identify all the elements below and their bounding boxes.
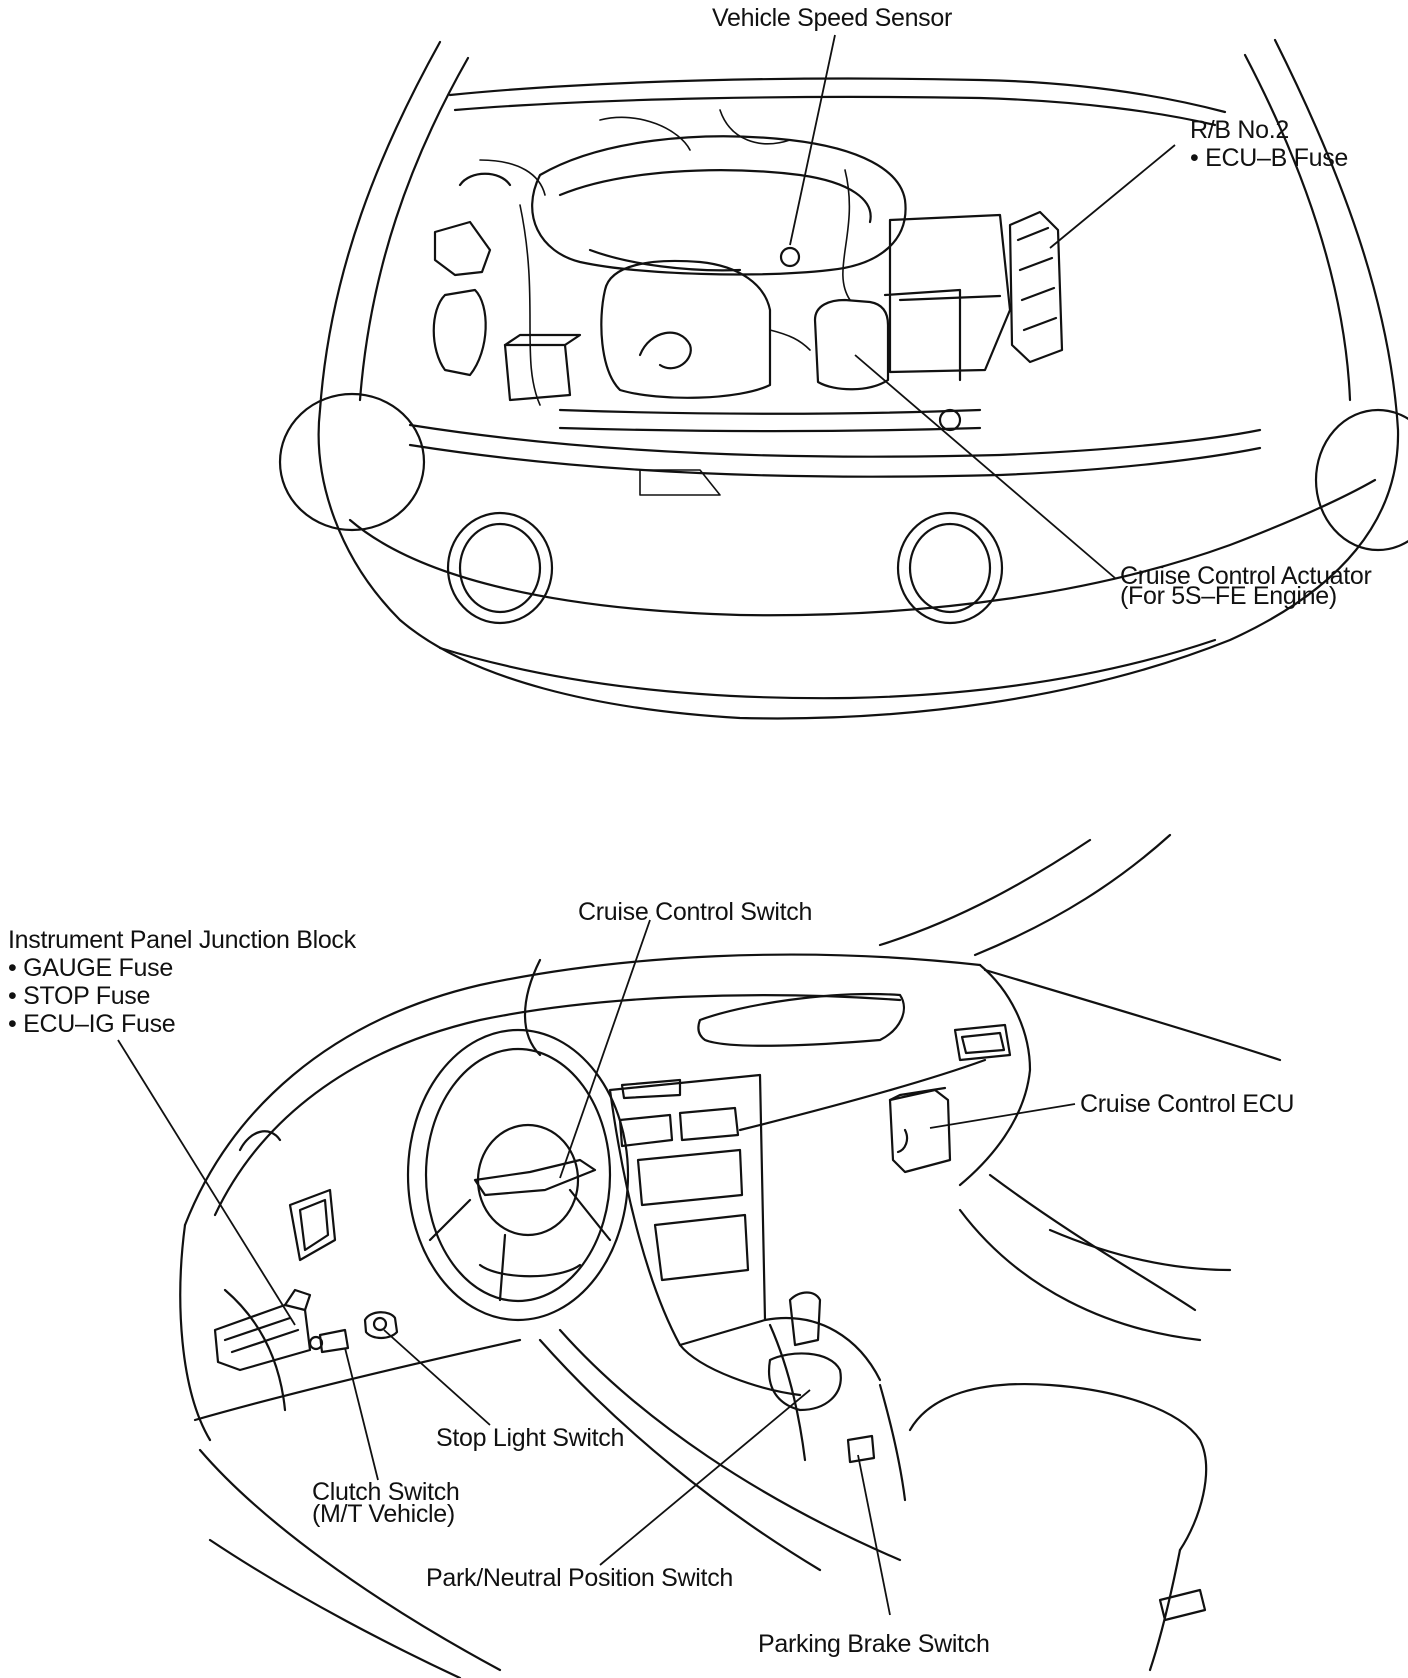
leader-cruise-control-ecu <box>929 1103 1076 1129</box>
label-stop-light-switch: Stop Light Switch <box>436 1424 624 1452</box>
label-bullet-line: STOP Fuse <box>8 982 356 1010</box>
leader-park-neutral-switch <box>599 1389 811 1566</box>
label-line: Vehicle Speed Sensor <box>712 4 953 32</box>
label-instrument-panel-junction-block: Instrument Panel Junction Block GAUGE Fu… <box>8 926 356 1038</box>
label-line: Parking Brake Switch <box>758 1630 990 1658</box>
leader-vehicle-speed-sensor <box>789 34 836 246</box>
leader-ipjb <box>117 1039 296 1326</box>
label-line: R/B No.2 <box>1190 116 1290 144</box>
label-bullet-line: ECU–IG Fuse <box>8 1010 356 1038</box>
leader-parking-brake-switch <box>857 1454 891 1616</box>
leader-stop-light-switch <box>383 1329 491 1426</box>
label-vehicle-speed-sensor: Vehicle Speed Sensor <box>712 4 952 32</box>
label-line: Cruise Control ECU <box>1080 1090 1295 1118</box>
label-line: (For 5S–FE Engine) <box>1120 582 1337 610</box>
leader-rb-no2 <box>1049 144 1176 249</box>
label-park-neutral-position-switch: Park/Neutral Position Switch <box>426 1564 733 1592</box>
label-parking-brake-switch: Parking Brake Switch <box>758 1630 990 1658</box>
label-line: Stop Light Switch <box>436 1424 625 1452</box>
label-line: Park/Neutral Position Switch <box>426 1564 734 1592</box>
label-cruise-control-actuator: Cruise Control Actuator (For 5S–FE Engin… <box>1120 562 1372 610</box>
label-cruise-control-switch: Cruise Control Switch <box>578 898 812 926</box>
label-line: Cruise Control Actuator <box>1120 562 1372 590</box>
interior-dashboard-drawing <box>179 833 1282 1678</box>
label-rb-no2: R/B No.2 ECU–B Fuse <box>1190 116 1348 172</box>
leader-lines <box>117 34 1176 1616</box>
label-line: Instrument Panel Junction Block <box>8 926 356 954</box>
leader-clutch-switch <box>344 1347 379 1481</box>
label-bullet-line: GAUGE Fuse <box>8 954 356 982</box>
engine-compartment-drawing <box>278 38 1408 720</box>
label-bullet-line: ECU–B Fuse <box>1190 144 1348 172</box>
leader-cruise-actuator <box>854 354 1116 579</box>
label-line: Cruise Control Switch <box>578 898 813 926</box>
label-cruise-control-ecu: Cruise Control ECU <box>1080 1090 1294 1118</box>
leader-cruise-control-switch <box>559 919 651 1179</box>
label-line: Clutch Switch <box>312 1478 460 1506</box>
label-line: (M/T Vehicle) <box>312 1500 455 1528</box>
label-clutch-switch: Clutch Switch (M/T Vehicle) <box>312 1478 460 1528</box>
